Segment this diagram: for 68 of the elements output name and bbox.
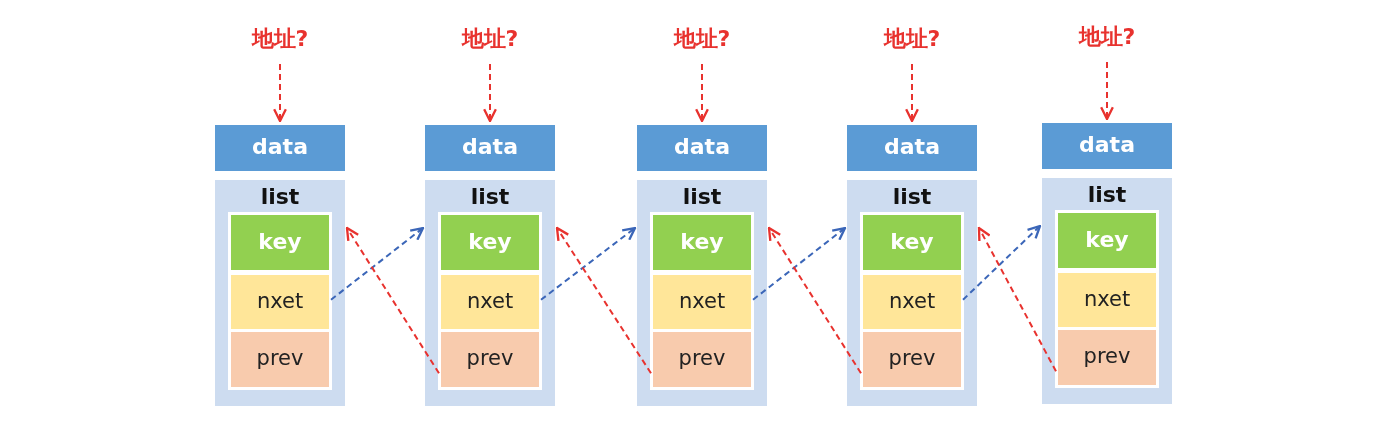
next-field-box	[231, 275, 329, 330]
field-label: nxet	[1082, 287, 1132, 312]
list-heading: list	[891, 184, 933, 209]
prev-field-box	[1058, 330, 1156, 385]
list-heading: list	[469, 184, 511, 209]
dashed-arrow	[540, 226, 637, 301]
field-label: nxet	[255, 289, 305, 314]
field-label: key	[889, 228, 935, 254]
prev-field-box	[231, 332, 329, 387]
field-label: key	[1084, 226, 1130, 252]
field-label: data	[1078, 132, 1136, 158]
field-label: prev	[465, 346, 515, 371]
dashed-arrow	[695, 63, 709, 123]
dashed-arrow	[273, 63, 287, 123]
next-field-box	[863, 275, 961, 330]
address-question-label: 地址?	[673, 25, 731, 53]
list-container	[215, 180, 345, 406]
data-box	[215, 125, 345, 171]
next-field-box	[1058, 273, 1156, 328]
list-container	[847, 180, 977, 406]
list-heading: list	[681, 184, 723, 209]
key-field-box	[863, 215, 961, 270]
field-label: prev	[255, 346, 305, 371]
key-field-box	[441, 215, 539, 270]
address-question-label: 地址?	[1078, 23, 1136, 51]
data-box	[425, 125, 555, 171]
dashed-arrow	[962, 224, 1042, 301]
list-container	[637, 180, 767, 406]
field-label: data	[251, 134, 309, 160]
dashed-arrow	[483, 63, 497, 123]
field-label: data	[461, 134, 519, 160]
field-label: prev	[677, 346, 727, 371]
next-field-box	[441, 275, 539, 330]
field-label: key	[467, 228, 513, 254]
key-field-box	[653, 215, 751, 270]
key-field-box	[231, 215, 329, 270]
data-box	[637, 125, 767, 171]
field-label: prev	[887, 346, 937, 371]
field-label: prev	[1082, 344, 1132, 369]
list-heading: list	[1086, 182, 1128, 207]
list-container	[425, 180, 555, 406]
dashed-arrow	[905, 63, 919, 123]
field-label: key	[257, 228, 303, 254]
dashed-arrow	[555, 226, 652, 375]
field-label: data	[673, 134, 731, 160]
field-label: nxet	[887, 289, 937, 314]
next-field-box	[653, 275, 751, 330]
data-box	[847, 125, 977, 171]
dashed-arrow	[752, 226, 847, 301]
list-container	[1042, 178, 1172, 404]
list-heading: list	[259, 184, 301, 209]
address-question-label: 地址?	[251, 25, 309, 53]
field-label: nxet	[677, 289, 727, 314]
dashed-arrow	[977, 226, 1057, 373]
dashed-arrow	[1100, 61, 1114, 121]
prev-field-box	[653, 332, 751, 387]
dashed-arrow	[767, 226, 862, 375]
dashed-arrow	[330, 226, 425, 301]
data-box	[1042, 123, 1172, 169]
field-label: key	[679, 228, 725, 254]
address-question-label: 地址?	[883, 25, 941, 53]
dashed-arrow	[345, 226, 440, 375]
address-question-label: 地址?	[461, 25, 519, 53]
prev-field-box	[863, 332, 961, 387]
prev-field-box	[441, 332, 539, 387]
field-label: nxet	[465, 289, 515, 314]
field-label: data	[883, 134, 941, 160]
key-field-box	[1058, 213, 1156, 268]
